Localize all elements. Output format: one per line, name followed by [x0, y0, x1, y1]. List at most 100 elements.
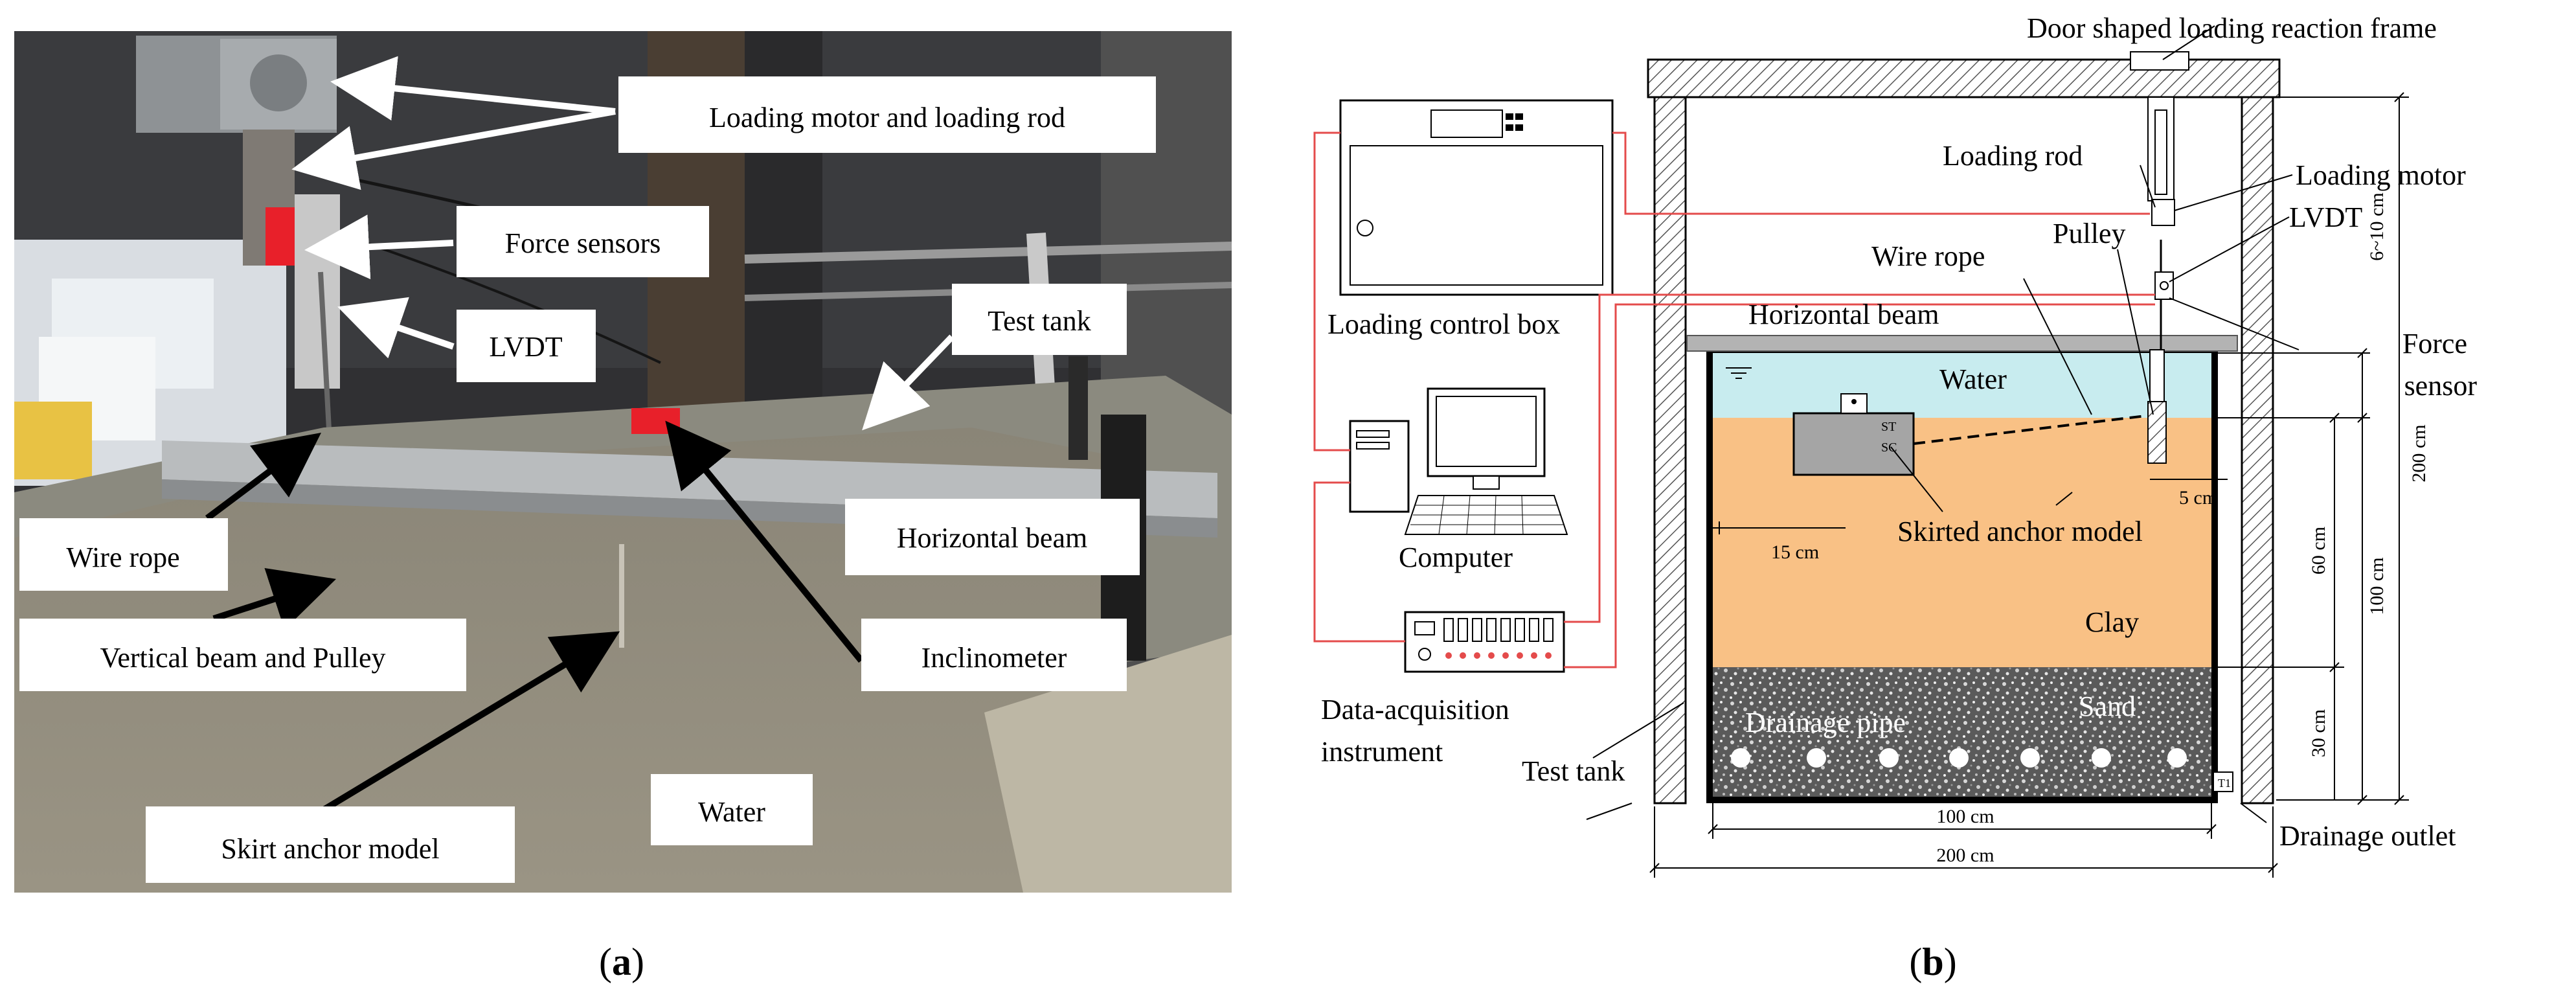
label-force-sensor-1: Force [2402, 328, 2467, 359]
test-tank-leader [1592, 702, 1684, 759]
label-loading-motor: Loading motor and loading rod [709, 102, 1065, 133]
label-test-tank: Test tank [988, 305, 1090, 337]
label-horizontal-beam: Horizontal beam [897, 522, 1087, 554]
dim-5cm: 5 cm [2179, 487, 2217, 508]
label-data-acq-1: Data-acquisition [1321, 694, 1509, 725]
loading-motor-box [2151, 199, 2175, 226]
tower-drive [1356, 430, 1390, 438]
caption-b-text: (b) [1909, 941, 1956, 983]
label-loading-motor: Loading motor [2296, 159, 2466, 191]
drainage-pipe-hole [1949, 748, 1969, 768]
panel-b-labels: Door shaped loading reaction frame Loadi… [1321, 12, 2477, 852]
dim-15cm: 15 cm [1771, 542, 1819, 563]
railing-top [744, 242, 1232, 264]
label-wire-rope-b: Wire rope [1871, 240, 1985, 272]
monitor-screen [1436, 396, 1537, 467]
label-sand: Sand [2079, 690, 2136, 722]
horizontal-beam [1686, 335, 2238, 352]
arrow-force-sensors [304, 214, 454, 280]
monitor-stand [1473, 475, 1500, 490]
label-pulley: Pulley [2053, 218, 2125, 249]
drainage-pipe-hole [1731, 748, 1750, 768]
control-box-knob [1357, 220, 1373, 236]
label-box-wire-rope [19, 518, 228, 591]
tower-drive [1356, 442, 1390, 450]
reaction-frame-right-column [2241, 96, 2274, 804]
caption-b: (b) [1909, 941, 1956, 983]
dim-100cm-v: 100 cm [2366, 557, 2388, 615]
panel-a-photo [14, 31, 1232, 893]
force-sensor-box [2154, 271, 2174, 300]
label-horizontal-beam-b: Horizontal beam [1748, 299, 1939, 330]
label-skirted-anchor: Skirted anchor model [1897, 516, 2143, 547]
arrow-lvdt [337, 297, 455, 359]
tank-wall-concrete [984, 635, 1232, 893]
drainage-pipe-hole [1807, 748, 1826, 768]
anchor-shackle-pin [1851, 399, 1857, 404]
label-test-tank-b: Test tank [1522, 755, 1625, 787]
control-box-button [1506, 113, 1513, 120]
arrow-loading-motor [330, 56, 616, 121]
label-box-inclinometer [861, 619, 1127, 691]
drainage-outlet-valve [2213, 771, 2233, 792]
label-box-lvdt [457, 310, 596, 382]
label-box-skirt-anchor [146, 806, 515, 883]
label-drainage-pipe: Drainage pipe [1745, 707, 1906, 738]
loading-rod-inner [2154, 109, 2167, 195]
yellow-box [14, 402, 92, 479]
force-sensor-dial [2160, 281, 2169, 290]
drainage-outlet-leader [2240, 803, 2267, 823]
label-reaction-frame: Door shaped loading reaction frame [2027, 12, 2437, 44]
label-box-force-sensors [457, 206, 709, 277]
control-box-display [1430, 109, 1503, 138]
label-inclinometer: Inclinometer [921, 642, 1067, 674]
dimension-ticks [1649, 92, 2404, 873]
daq-channels [1414, 618, 1554, 661]
label-water-b: Water [1939, 363, 2007, 395]
wire-rope-dashed [1913, 413, 2157, 445]
dimension-lines [1654, 97, 2409, 878]
marker-sc: SC [1881, 440, 1897, 455]
motor-flange [250, 54, 307, 111]
label-box-test-tank [952, 284, 1127, 355]
control-box-button [1515, 113, 1523, 120]
marker-t1: T1 [2218, 777, 2231, 790]
control-box-button [1506, 124, 1513, 131]
control-box-button [1515, 124, 1523, 131]
reaction-frame-left-column [1653, 96, 1687, 804]
dim-30cm: 30 cm [2308, 709, 2329, 757]
drainage-pipe-hole [2167, 748, 2187, 768]
label-skirt-anchor: Skirt anchor model [221, 833, 439, 865]
skirted-anchor-model [1792, 412, 1915, 476]
water-layer [1713, 353, 2211, 418]
label-data-acq-2: instrument [1321, 736, 1443, 768]
drainage-pipes [1731, 748, 2187, 768]
label-lvdt: LVDT [489, 331, 562, 363]
caption-a-text: (a) [599, 941, 644, 983]
label-computer: Computer [1399, 542, 1513, 573]
label-clay: Clay [2085, 606, 2139, 638]
dim-60cm: 60 cm [2308, 527, 2329, 575]
drainage-pipe-hole [2020, 748, 2040, 768]
arrow-skirt-anchor [322, 631, 620, 813]
leader-lines [1890, 25, 2299, 512]
inclinometer-red [631, 408, 680, 434]
clamp-screw [1068, 356, 1088, 460]
arrow-test-tank [862, 334, 955, 431]
label-loading-rod: Loading rod [1943, 140, 2083, 172]
label-vertical-beam: Vertical beam and Pulley [100, 642, 385, 674]
label-drainage-outlet: Drainage outlet [2279, 820, 2456, 852]
arrow-loading-rod [291, 108, 616, 190]
signal-wires [1313, 131, 2155, 668]
caption-a: (a) [599, 941, 644, 983]
arrow-inclinometer [665, 420, 864, 663]
dim-100cm-h: 100 cm [1936, 806, 1994, 827]
rod-bracket [2130, 51, 2189, 71]
drainage-pipe-hole [2092, 748, 2111, 768]
label-lvdt-b: LVDT [2289, 201, 2362, 233]
ground-mark [1586, 803, 1633, 820]
drainage-pipe-hole [1879, 748, 1899, 768]
label-box-loading-motor [618, 76, 1156, 153]
label-water: Water [698, 796, 765, 828]
dimension-text: 6~10 cm 5 cm 15 cm 200 cm 60 cm 100 cm 3… [1771, 192, 2430, 866]
